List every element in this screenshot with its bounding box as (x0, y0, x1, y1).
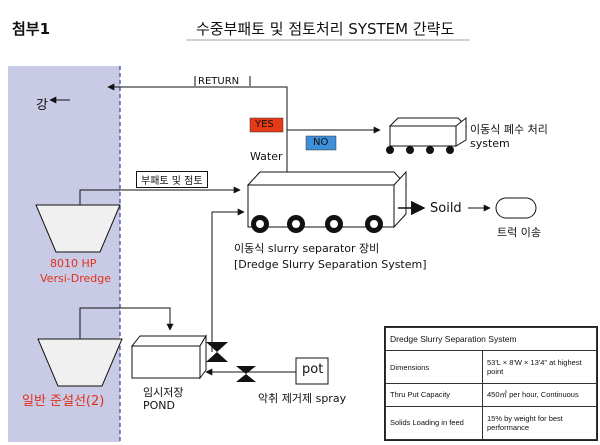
dredge-2-label: 일반 준설선(2) (22, 394, 105, 409)
pot-box (295, 357, 329, 385)
table-row: Solids Loading in feed 15% by weight for… (385, 405, 597, 441)
pot-label: pot (302, 362, 324, 377)
dredge-1-label-line2: Versi-Dredge (40, 272, 111, 285)
pond-valve-icon (206, 342, 228, 352)
spec-label-capacity: Thru Put Capacity (385, 383, 483, 407)
sludge-clay-label: 부패토 및 점토 (136, 171, 208, 188)
wastewater-system-label: system (470, 137, 510, 150)
no-badge (305, 135, 337, 151)
separator-label-kr: 이동식 slurry separator 장비 (234, 242, 380, 255)
pond-to-separator-line (211, 208, 245, 352)
pond-label-line1: 임시저장 (143, 386, 184, 399)
separator-label-en: [Dredge Slurry Separation System] (234, 258, 427, 271)
spec-table: Dredge Slurry Separation System Dimensio… (384, 326, 598, 441)
spray-valve-icon-b (236, 374, 256, 382)
water-label: Water (250, 150, 283, 163)
odor-spray-label: 악취 제거제 spray (258, 392, 347, 405)
spray-valve-icon (236, 366, 256, 374)
truck-tank (495, 197, 537, 219)
return-label: RETURN (198, 76, 240, 87)
slurry-separator (246, 170, 408, 233)
table-row: Thru Put Capacity 450㎥ per hour, Continu… (385, 383, 597, 407)
river-label: 강 (36, 98, 48, 113)
dredge-2-pipe (79, 307, 174, 339)
table-row: Dimensions 53'L × 8'W × 13'4" at highest… (385, 349, 597, 385)
spec-label-solids: Solids Loading in feed (385, 405, 483, 441)
attachment-label: 첨부1 (12, 20, 51, 38)
pond-label-line2: POND (143, 399, 175, 412)
yes-badge (249, 117, 284, 133)
pond-tank (130, 334, 207, 380)
spec-value-solids: 15% by weight for best performance (482, 405, 597, 441)
return-bracket (194, 76, 251, 86)
dredge-1-label-line1: 8010 HP (50, 257, 97, 270)
truck-label: 트럭 이송 (497, 226, 541, 239)
wastewater-trailer (386, 116, 468, 154)
pond-valve-icon-b (206, 352, 228, 362)
spec-value-dimensions: 53'L × 8'W × 13'4" at highest point (482, 349, 597, 385)
wastewater-label: 이동식 폐수 처리 (470, 123, 548, 136)
solid-label: Soild (430, 201, 462, 216)
spec-table-title: Dredge Slurry Separation System (385, 327, 597, 351)
spec-value-capacity: 450㎥ per hour, Continuous (482, 383, 597, 407)
dredge-2-hopper (37, 338, 123, 387)
spec-label-dimensions: Dimensions (385, 349, 483, 385)
yes-label: YES (255, 119, 274, 130)
no-label: NO (313, 137, 329, 148)
page-title: 수중부패토 및 점토처리 SYSTEM 간략도 (196, 20, 455, 38)
dredge-1-hopper (35, 204, 121, 253)
